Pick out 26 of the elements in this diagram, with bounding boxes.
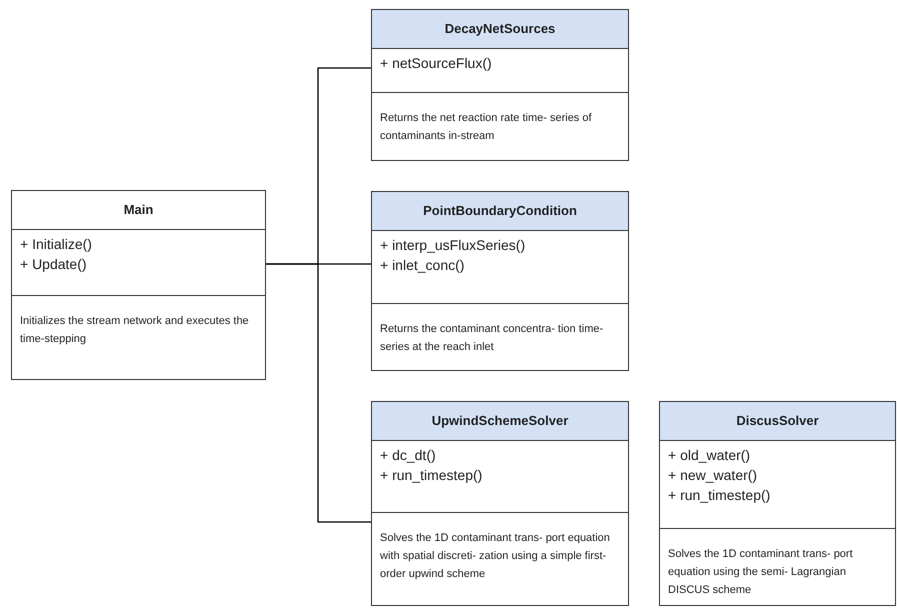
- class-box: [659, 401, 896, 606]
- class-name: DecayNetSources: [444, 20, 556, 38]
- method-text: + dc_dt(): [380, 446, 437, 465]
- class-box: [371, 191, 629, 371]
- method-text: + Update(): [20, 255, 88, 274]
- class-box: [371, 9, 629, 161]
- method-text: + interp_usFluxSeries(): [380, 236, 526, 255]
- description-text: Solves the 1D contaminant trans- port equation with spatial discreti- zation using a simple first-order upwind scheme: [380, 531, 611, 582]
- class-name: Main: [124, 201, 154, 220]
- description-text: Solves the 1D contaminant trans- port equation using the semi- Lagrangian DISCUS scheme: [668, 547, 854, 598]
- method-text: + run_timestep(): [380, 466, 484, 485]
- class-name: DiscusSolver: [736, 412, 819, 430]
- class-box: [371, 401, 629, 606]
- method-text: + old_water(): [668, 446, 752, 465]
- method-text: + netSourceFlux(): [380, 54, 493, 73]
- method-text: + new_water(): [668, 466, 758, 485]
- class-name: UpwindSchemeSolver: [432, 412, 568, 430]
- description-text: Returns the net reaction rate time- series of contaminants in-stream: [380, 111, 593, 144]
- class-name: PointBoundaryCondition: [423, 202, 577, 220]
- method-text: + run_timestep(): [668, 486, 772, 505]
- method-text: + inlet_conc(): [380, 256, 466, 275]
- class-box: [11, 190, 266, 380]
- method-text: + Initialize(): [20, 235, 93, 254]
- connector-line: [266, 263, 371, 523]
- description-text: Returns the contaminant concentra- tion time-series at the reach inlet: [380, 322, 604, 355]
- description-text: Initializes the stream network and executes the time-stepping: [20, 314, 250, 347]
